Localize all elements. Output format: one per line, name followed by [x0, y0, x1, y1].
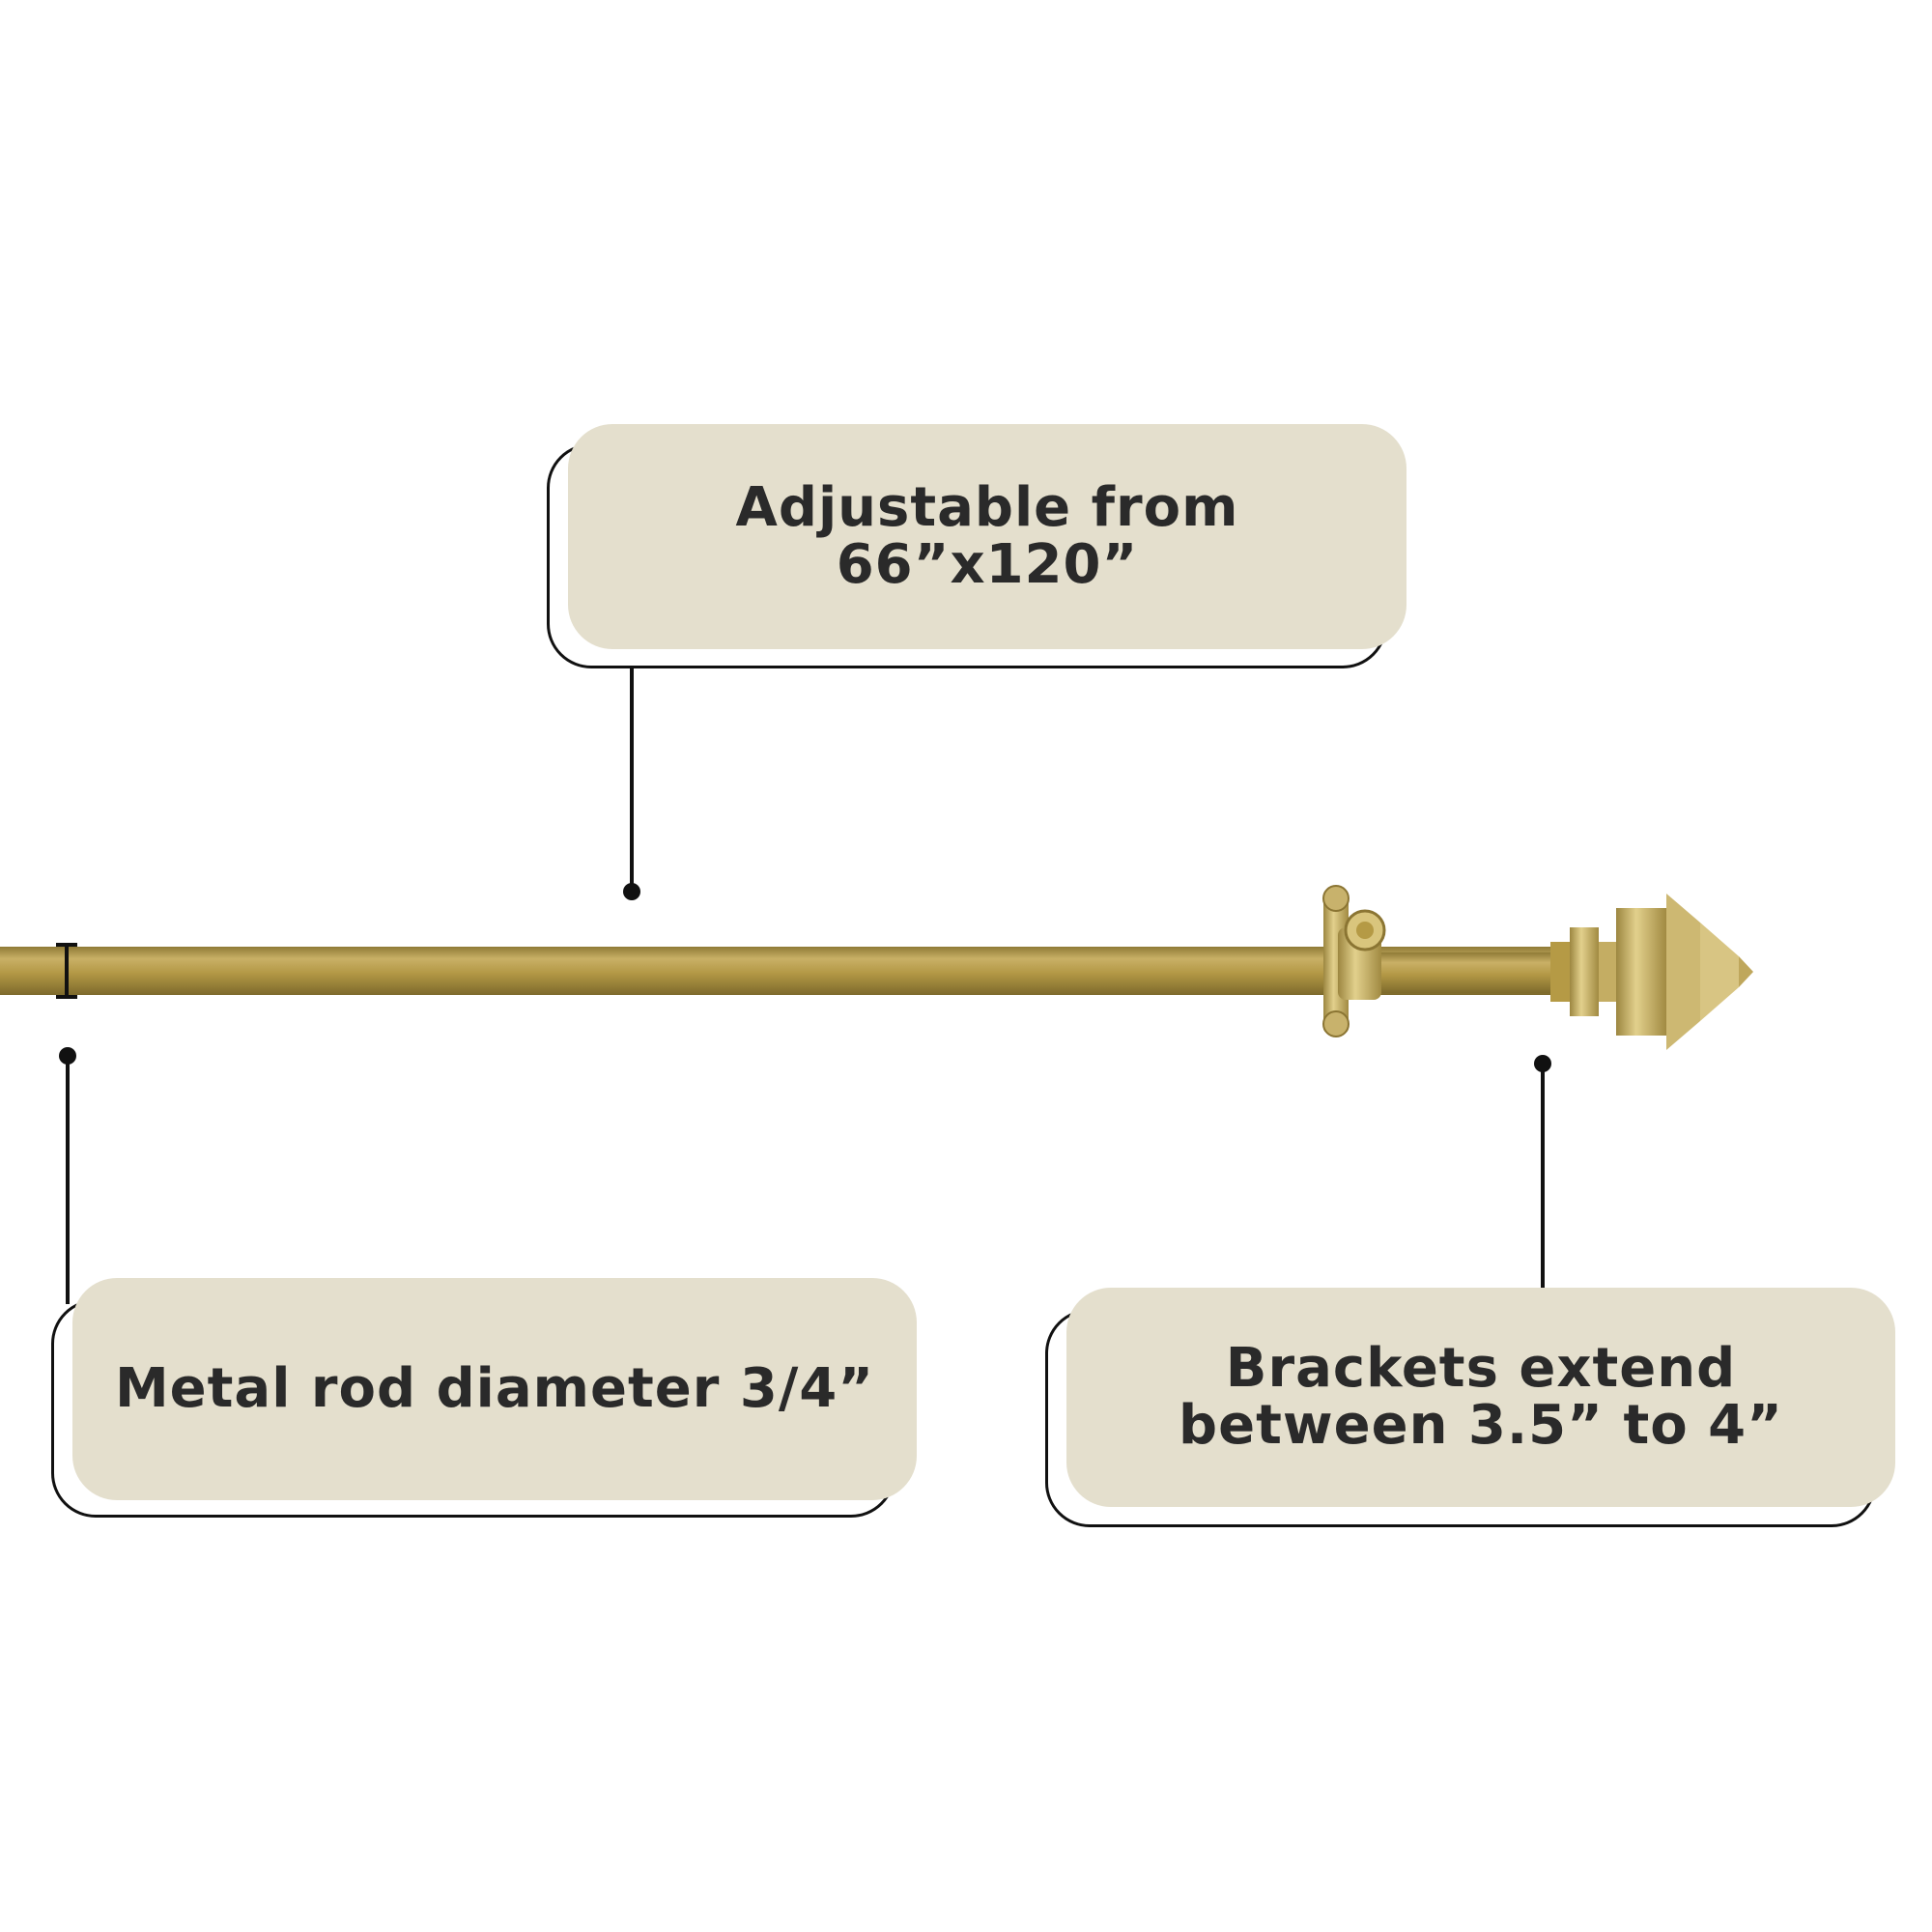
adjustable-leader-dot	[623, 883, 640, 900]
brackets-label: Brackets extend between 3.5” to 4”	[1179, 1336, 1783, 1457]
callout-box: Adjustable from 66”x120”	[568, 424, 1406, 649]
rod	[0, 947, 1555, 995]
callout-box: Metal rod diameter 3/4”	[72, 1278, 917, 1500]
brackets-callout: Brackets extend between 3.5” to 4”	[1045, 1288, 1895, 1529]
brackets-leader-line	[1541, 1061, 1545, 1293]
diameter-label: Metal rod diameter 3/4”	[114, 1356, 875, 1420]
adjustable-label: Adjustable from 66”x120”	[735, 475, 1239, 596]
adjustable-leader-line	[630, 667, 634, 889]
callout-box: Brackets extend between 3.5” to 4”	[1066, 1288, 1895, 1507]
diameter-callout: Metal rod diameter 3/4”	[51, 1278, 917, 1520]
adjustable-callout: Adjustable from 66”x120”	[547, 424, 1406, 670]
finial	[1550, 894, 1753, 1050]
diameter-leader-line	[66, 1053, 70, 1304]
bracket	[1322, 885, 1386, 1037]
diameter-marker	[56, 943, 77, 999]
